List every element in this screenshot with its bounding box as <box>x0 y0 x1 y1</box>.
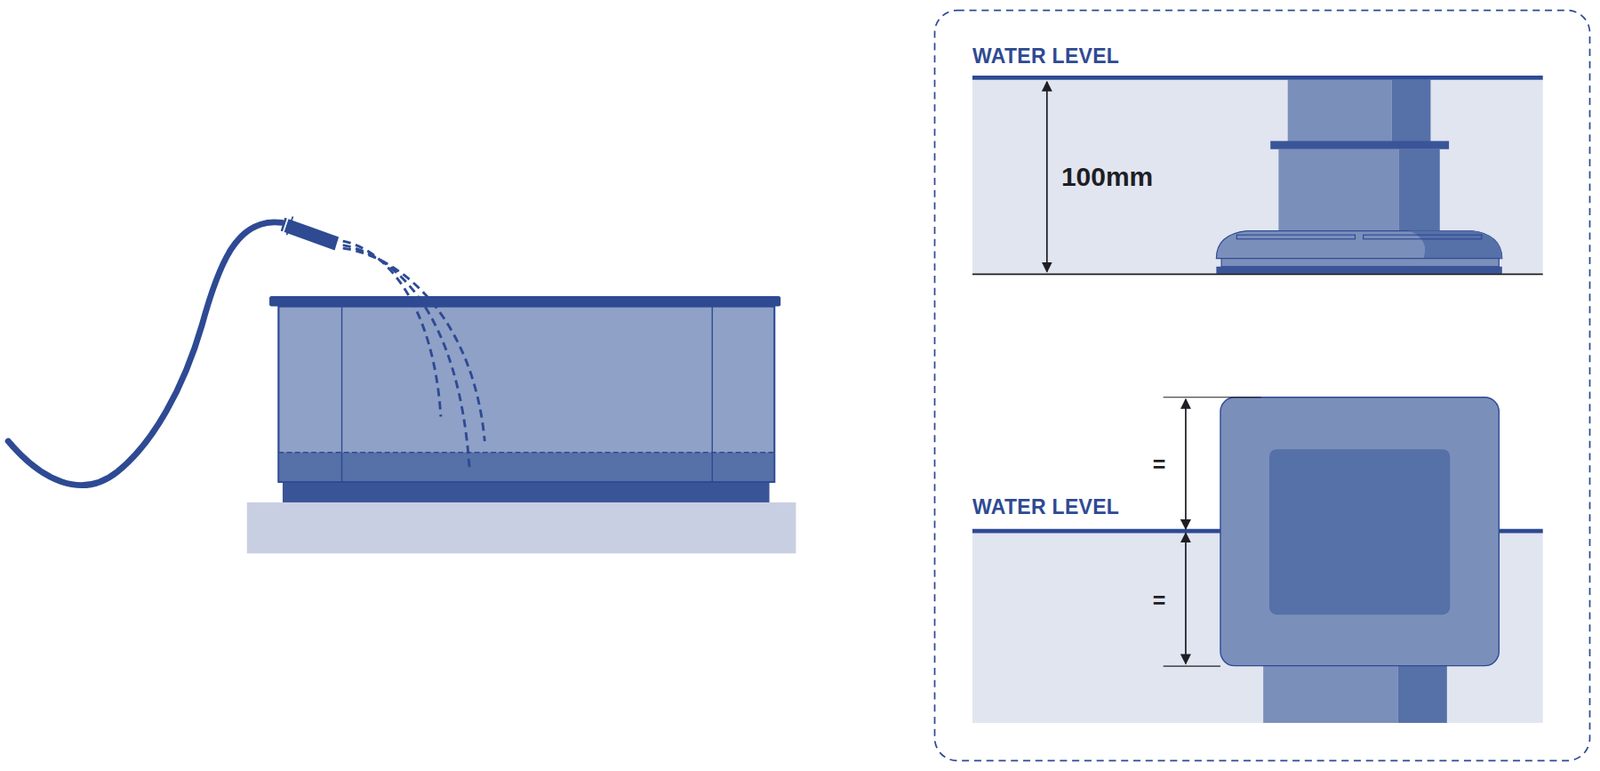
tub-rim <box>269 296 781 306</box>
ground <box>247 502 797 553</box>
equal-mark: = <box>1152 589 1167 612</box>
half-submerged-detail <box>972 397 1544 723</box>
nozzle-ring <box>287 216 294 236</box>
pipe <box>1263 665 1399 723</box>
water-level-label: WATER LEVEL <box>972 46 1120 67</box>
equal-mark: = <box>1152 453 1167 476</box>
floor-line <box>972 273 1544 276</box>
pipe-shade <box>1398 665 1448 723</box>
pipe-shade <box>1392 80 1432 144</box>
tub-body <box>278 306 775 482</box>
device-face <box>1220 397 1499 666</box>
extension-line <box>1163 396 1262 398</box>
flange <box>1270 141 1449 150</box>
dimension-arrow <box>1184 399 1187 529</box>
pipe <box>1288 80 1392 144</box>
water-jet <box>343 240 486 468</box>
body <box>1278 149 1399 232</box>
body-shade <box>1399 149 1440 232</box>
base-plate <box>1221 258 1499 267</box>
water-surface <box>278 451 775 453</box>
dome <box>1216 231 1502 259</box>
water-level-line <box>972 75 1544 80</box>
dimension-arrow <box>1184 532 1187 664</box>
tub-panel-line <box>712 306 713 482</box>
water-level-label: WATER LEVEL <box>972 496 1120 518</box>
dimension-label: 100mm <box>1061 163 1153 191</box>
base-plate <box>1216 266 1502 274</box>
slot <box>1236 234 1355 240</box>
detail-panel <box>935 10 1591 761</box>
tub-water <box>279 452 774 482</box>
slot <box>1363 234 1482 240</box>
extension-line <box>1163 665 1221 667</box>
tub-illustration <box>8 215 796 553</box>
low-profile-detail <box>972 77 1544 274</box>
plinth <box>282 481 770 503</box>
dimension-arrow <box>1046 81 1048 272</box>
hose <box>8 222 282 486</box>
device-inset <box>1269 448 1450 615</box>
tub-panel-line <box>341 306 343 482</box>
tub-outline <box>278 306 775 482</box>
hose-nozzle <box>280 217 339 251</box>
water-region <box>972 80 1544 274</box>
